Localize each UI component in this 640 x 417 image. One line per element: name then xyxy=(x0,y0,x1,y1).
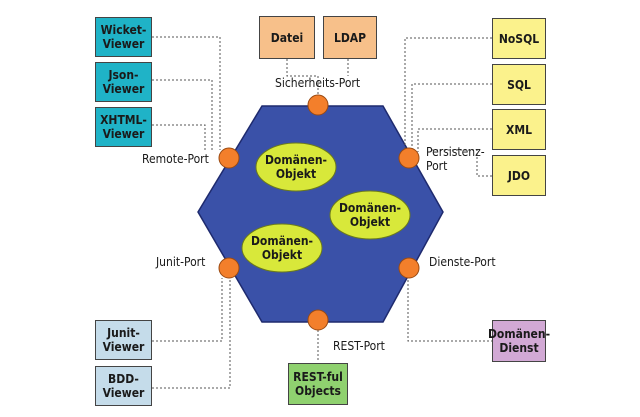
connector-nosql xyxy=(404,37,492,152)
restful-objects-box: REST-ful Objects xyxy=(288,363,348,405)
rest-port xyxy=(307,309,329,331)
domain-object-ellipse-2 xyxy=(329,190,411,240)
junit-viewer-box: Junit- Viewer xyxy=(95,320,152,360)
connector-junit-viewer xyxy=(152,278,223,342)
domain-object-label: Domänen- Objekt xyxy=(250,234,314,262)
domain-object-label: Domänen- Objekt xyxy=(264,153,328,181)
persistence-port xyxy=(398,147,420,169)
connector-wicket xyxy=(152,36,221,150)
persistence-port-label: Persistenz- Port xyxy=(426,145,485,173)
connector-json xyxy=(152,79,213,150)
connector-bdd-viewer xyxy=(152,278,231,389)
jdo-box: JDO xyxy=(492,155,546,196)
connector-xhtml xyxy=(152,124,206,150)
remote-port xyxy=(218,147,240,169)
domain-object-ellipse-1 xyxy=(255,142,337,192)
services-port xyxy=(398,257,420,279)
nosql-box: NoSQL xyxy=(492,18,546,59)
sql-box: SQL xyxy=(492,64,546,105)
datei-box: Datei xyxy=(259,16,315,59)
connector-domain-service xyxy=(407,280,492,342)
xml-box: XML xyxy=(492,109,546,150)
wicket-viewer-box: Wicket- Viewer xyxy=(95,17,152,57)
junit-port xyxy=(218,257,240,279)
security-port xyxy=(307,94,329,116)
connector-sql xyxy=(411,83,492,152)
bdd-viewer-box: BDD- Viewer xyxy=(95,366,152,406)
remote-port-label: Remote-Port xyxy=(142,152,209,166)
connector-xml xyxy=(417,128,492,152)
rest-port-label: REST-Port xyxy=(333,339,385,353)
json-viewer-box: Json- Viewer xyxy=(95,62,152,102)
domain-object-label: Domänen- Objekt xyxy=(338,201,402,229)
security-port-label: Sicherheits-Port xyxy=(275,76,361,90)
domain-service-box: Domänen- Dienst xyxy=(488,320,550,362)
junit-port-label: Junit-Port xyxy=(156,255,206,269)
services-port-label: Dienste-Port xyxy=(429,255,496,269)
connector-datei xyxy=(286,59,319,96)
xhtml-viewer-box: XHTML- Viewer xyxy=(95,107,152,147)
domain-object-ellipse-3 xyxy=(241,223,323,273)
ldap-box: LDAP xyxy=(323,16,377,59)
connector-jdo xyxy=(432,149,492,177)
connector-lines xyxy=(152,36,492,389)
